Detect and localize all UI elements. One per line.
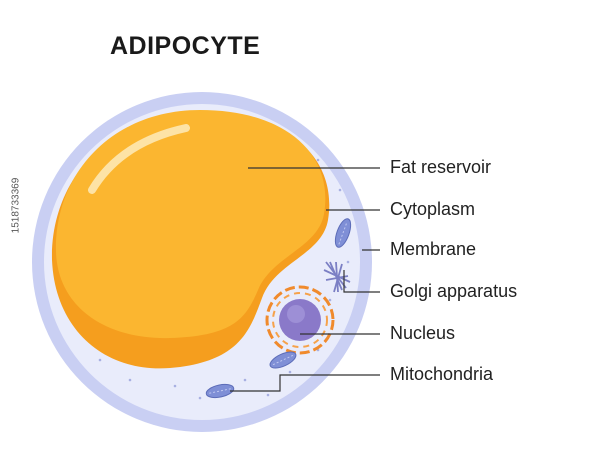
label-nucleus: Nucleus xyxy=(390,323,456,343)
label-golgi-apparatus: Golgi apparatus xyxy=(390,281,518,301)
golgi-apparatus xyxy=(323,261,351,293)
fat-reservoir xyxy=(55,110,326,339)
leader-mitochondria xyxy=(230,374,380,392)
diagram-title: ADIPOCYTE xyxy=(110,32,261,60)
nucleus xyxy=(265,285,335,355)
mitochondria xyxy=(205,218,352,399)
leader-lines xyxy=(230,167,380,392)
cytoplasm-dots xyxy=(98,158,350,400)
label-cytoplasm: Cytoplasm xyxy=(390,199,476,219)
label-mitochondria: Mitochondria xyxy=(390,364,494,384)
stock-id-text: 1518733369 xyxy=(10,177,22,234)
label-membrane: Membrane xyxy=(390,239,477,259)
label-fat-reservoir: Fat reservoir xyxy=(390,157,492,177)
leader-golgi xyxy=(343,270,380,293)
fat-highlight xyxy=(88,124,190,194)
